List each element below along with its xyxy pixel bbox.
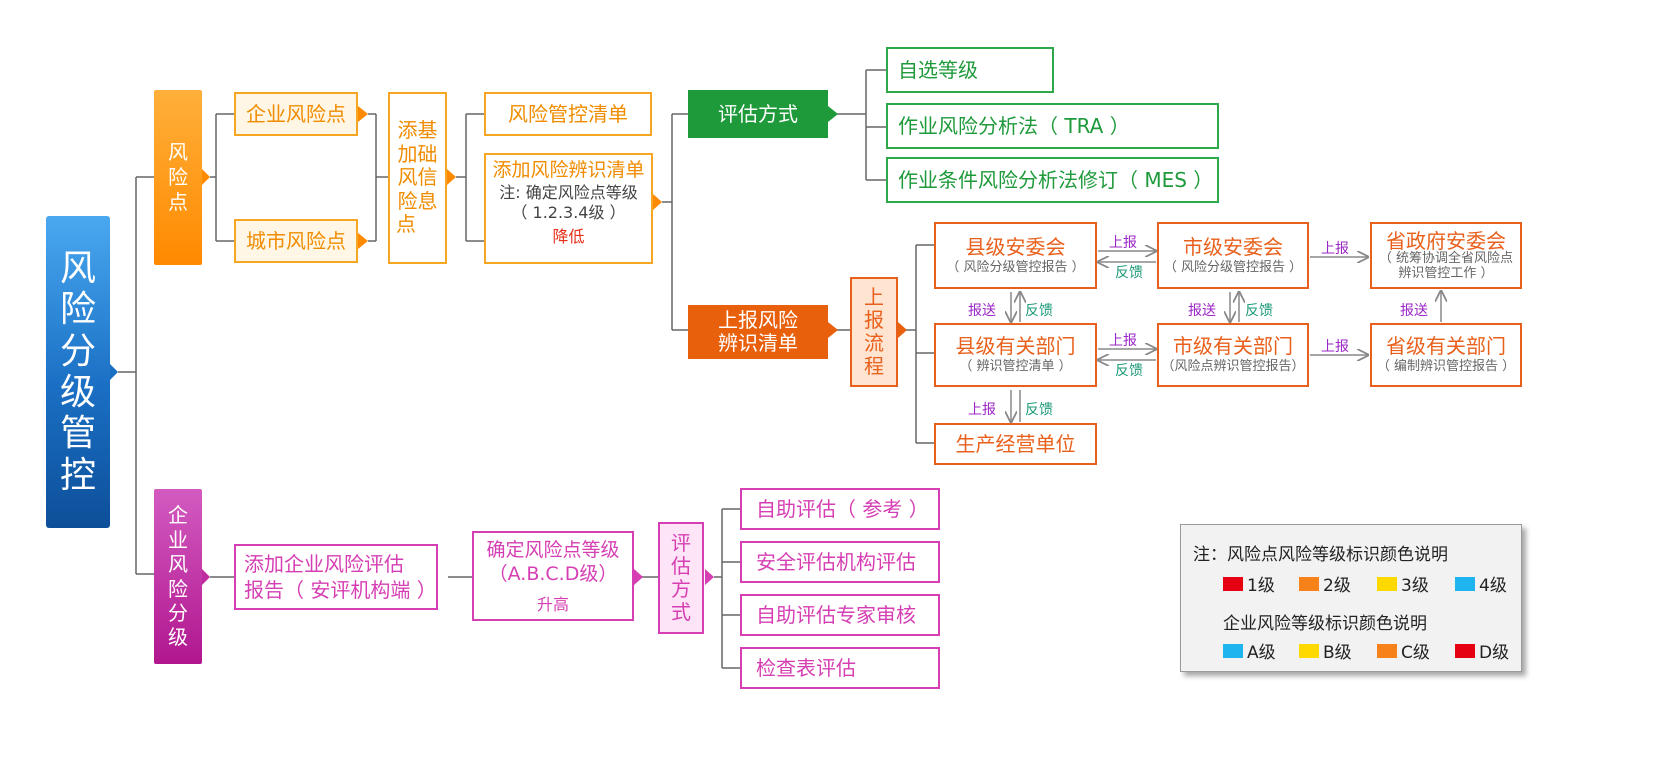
color-legend: 注：风险点风险等级标识颜色说明 1级 2级 3级 4级 企业风险等级标识颜色说明…	[1180, 524, 1522, 672]
edge-label-feedback: 反馈	[1025, 402, 1053, 418]
edge-label-up: 上报	[1109, 333, 1137, 349]
edge-label-up: 上报	[1321, 241, 1349, 257]
identify-levels: （ 1.2.3.4级 ）	[511, 202, 626, 222]
city-risk-point-node: 城市风险点	[234, 219, 358, 263]
eval-option-self-select: 自选等级	[886, 47, 1054, 93]
eval-option-tra: 作业风险分析法（ TRA ）	[886, 103, 1219, 149]
legend-title-risk-point: 注：风险点风险等级标识颜色说明	[1193, 545, 1448, 565]
identify-arrow-label: 降低	[552, 226, 585, 246]
identify-note: 注: 确定风险点等级	[499, 182, 638, 202]
report-flow-node: 上报 流程	[850, 277, 898, 387]
eval-method-node: 评估方式	[688, 90, 828, 138]
enterprise-eval-option: 安全评估机构评估	[740, 541, 940, 583]
determine-level-levels: （A.B.C.D级）	[488, 562, 618, 585]
legend-item: 1级	[1223, 571, 1275, 596]
edge-label-up: 上报	[1109, 235, 1137, 251]
add-enterprise-report-node: 添加企业风险评估 报告（ 安评机构端 ）	[234, 544, 438, 610]
enterprise-eval-option: 检查表评估	[740, 647, 940, 689]
determine-level-node: 确定风险点等级 （A.B.C.D级） 升高	[472, 531, 634, 621]
edge-label-send: 报送	[1400, 303, 1428, 319]
legend-swatch	[1299, 576, 1319, 591]
edge-label-up: 上报	[968, 402, 996, 418]
city-department-node: 市级有关部门 （风险点辨识管控报告）	[1157, 323, 1309, 387]
city-safety-committee-node: 市级安委会 （ 风险分级管控报告 ）	[1157, 222, 1309, 289]
edge-label-feedback: 反馈	[1115, 363, 1143, 379]
legend-item: 3级	[1377, 571, 1429, 596]
legend-item: D级	[1455, 638, 1509, 663]
county-safety-committee-node: 县级安委会 （ 风险分级管控报告 ）	[934, 222, 1097, 289]
edge-label-up: 上报	[1321, 339, 1349, 355]
legend-swatch	[1455, 576, 1475, 591]
legend-swatch	[1377, 576, 1397, 591]
edge-label-send: 报送	[968, 303, 996, 319]
determine-level-title: 确定风险点等级	[486, 539, 620, 561]
edge-label-feedback: 反馈	[1025, 303, 1053, 319]
legend-swatch	[1455, 643, 1475, 658]
report-identify-list-node: 上报风险辨识清单	[688, 305, 828, 359]
edge-label-feedback: 反馈	[1245, 303, 1273, 319]
eval-option-mes: 作业条件风险分析法修订（ MES ）	[886, 157, 1219, 203]
legend-item: B级	[1299, 638, 1352, 663]
edge-label-feedback: 反馈	[1115, 265, 1143, 281]
edge-label-send: 报送	[1188, 303, 1216, 319]
root-node: 风险分 级管控	[46, 216, 110, 528]
legend-swatch	[1223, 576, 1243, 591]
legend-item: A级	[1223, 638, 1276, 663]
risk-checklist-node: 风险管控清单	[484, 92, 652, 136]
province-safety-committee-node: 省政府安委会 （ 统筹协调全省风险点 辨识管控工作 ）	[1370, 222, 1522, 289]
legend-title-enterprise: 企业风险等级标识颜色说明	[1223, 614, 1427, 634]
enterprise-eval-option: 自助评估（ 参考 ）	[740, 488, 940, 530]
legend-item: 2级	[1299, 571, 1351, 596]
determine-level-arrow-label: 升高	[536, 594, 569, 614]
legend-item: C级	[1377, 638, 1430, 663]
legend-swatch	[1299, 643, 1319, 658]
enterprise-eval-method-node: 评估 方式	[658, 522, 704, 634]
province-department-node: 省级有关部门 （ 编制辨识管控报告 ）	[1370, 323, 1522, 387]
legend-swatch	[1377, 643, 1397, 658]
enterprise-risk-point-node: 企业风险点	[234, 92, 358, 136]
legend-swatch	[1223, 643, 1243, 658]
add-identify-list-node: 添加风险辨识清单 注: 确定风险点等级 （ 1.2.3.4级 ） 降低	[484, 153, 653, 264]
production-unit-node: 生产经营单位	[934, 423, 1097, 465]
county-department-node: 县级有关部门 （ 辨识管控清单 ）	[934, 323, 1097, 387]
enterprise-eval-option: 自助评估专家审核	[740, 594, 940, 636]
risk-point-node: 风险点	[154, 90, 202, 265]
enterprise-risk-level-node: 企业风 险分级	[154, 489, 202, 664]
add-basic-info-node: 添基加础风信 险息点	[388, 92, 447, 264]
identify-title: 添加风险辨识清单	[492, 159, 645, 181]
legend-item: 4级	[1455, 571, 1507, 596]
